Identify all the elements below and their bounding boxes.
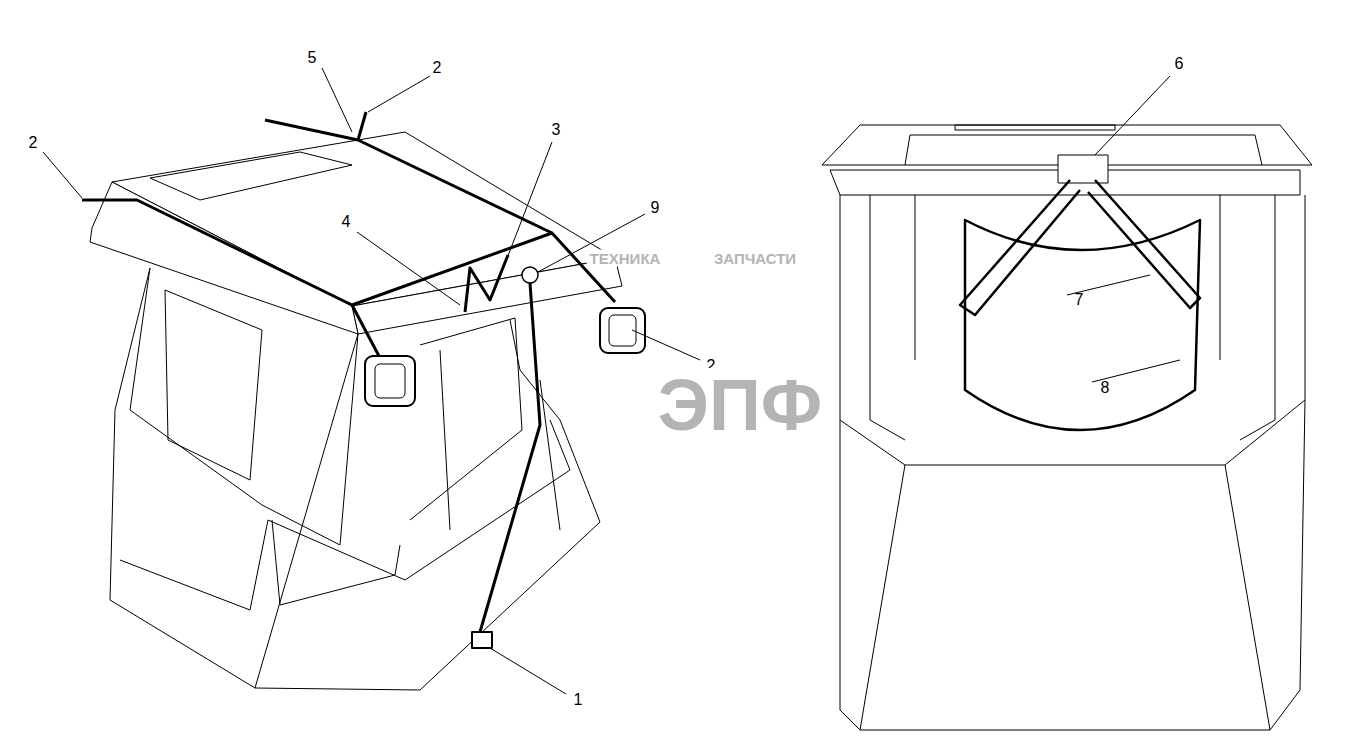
callout-number: 5 <box>308 50 317 66</box>
callout-number: 9 <box>651 200 660 216</box>
watermark-text: ЭПФ <box>655 368 825 442</box>
callout-number: 2 <box>29 135 38 151</box>
callout-number: 8 <box>1101 380 1110 396</box>
callout-number: 6 <box>1175 56 1184 72</box>
callout-number: 4 <box>342 214 351 230</box>
callout-number: 1 <box>574 692 583 708</box>
callout-number: 7 <box>1075 292 1084 308</box>
callout-number: 3 <box>552 122 561 138</box>
callout-number: 2 <box>433 60 442 76</box>
watermark-text: ЗАПЧАСТИ <box>711 250 799 267</box>
watermark-text: ТЕХНИКА <box>587 250 664 267</box>
